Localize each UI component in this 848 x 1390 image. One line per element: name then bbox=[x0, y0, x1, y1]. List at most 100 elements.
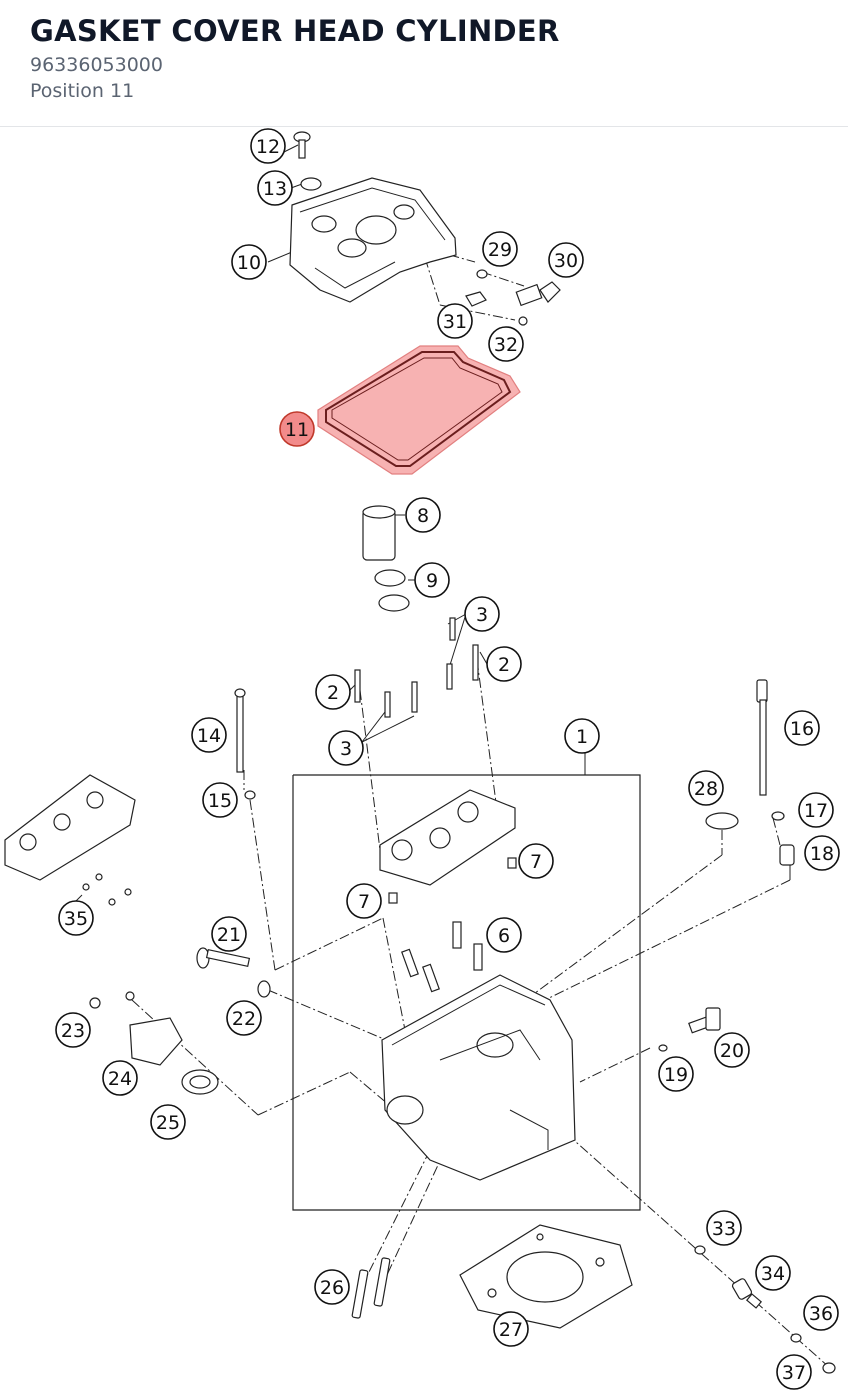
callout-15[interactable]: 15 bbox=[202, 782, 238, 818]
callout-28[interactable]: 28 bbox=[688, 770, 724, 806]
callout-26[interactable]: 26 bbox=[314, 1269, 350, 1305]
callout-8[interactable]: 8 bbox=[405, 497, 441, 533]
callout-number: 36 bbox=[809, 1303, 833, 1325]
callout-36[interactable]: 36 bbox=[803, 1295, 839, 1331]
part-valve-guides-6 bbox=[401, 921, 483, 993]
callout-3[interactable]: 3 bbox=[328, 730, 364, 766]
callout-number: 28 bbox=[694, 778, 718, 800]
callout-19[interactable]: 19 bbox=[658, 1056, 694, 1092]
part-long-bolt-16 bbox=[756, 679, 768, 796]
part-thermostat-25 bbox=[181, 1069, 219, 1095]
callout-circle bbox=[488, 326, 524, 362]
callout-29[interactable]: 29 bbox=[482, 231, 518, 267]
callout-1[interactable]: 1 bbox=[564, 718, 600, 754]
callout-number: 2 bbox=[327, 682, 339, 704]
callout-circle bbox=[688, 770, 724, 806]
callout-number: 22 bbox=[232, 1008, 256, 1030]
callout-circle bbox=[486, 646, 522, 682]
callout-circle bbox=[755, 1255, 791, 1291]
part-sleeve-18 bbox=[779, 844, 795, 866]
callout-23[interactable]: 23 bbox=[55, 1012, 91, 1048]
callout-13[interactable]: 13 bbox=[257, 170, 293, 206]
callout-number: 20 bbox=[720, 1040, 744, 1062]
callout-number: 37 bbox=[782, 1362, 806, 1384]
callout-32[interactable]: 32 bbox=[488, 326, 524, 362]
part-cup-8 bbox=[362, 505, 396, 561]
callout-number: 19 bbox=[664, 1064, 688, 1086]
callout-circle bbox=[314, 1269, 350, 1305]
callout-2[interactable]: 2 bbox=[315, 674, 351, 710]
callout-number: 31 bbox=[443, 311, 467, 333]
callout-circle bbox=[493, 1311, 529, 1347]
callout-number: 7 bbox=[530, 851, 542, 873]
callout-11-highlighted[interactable]: 11 bbox=[279, 411, 315, 447]
callout-22[interactable]: 22 bbox=[226, 1000, 262, 1036]
callout-number: 6 bbox=[498, 925, 510, 947]
callout-number: 14 bbox=[197, 725, 221, 747]
callout-circle bbox=[804, 835, 840, 871]
page-title: GASKET COVER HEAD CYLINDER bbox=[30, 14, 560, 48]
callout-number: 24 bbox=[108, 1068, 132, 1090]
callout-circle bbox=[486, 917, 522, 953]
callout-number: 23 bbox=[61, 1020, 85, 1042]
callout-17[interactable]: 17 bbox=[798, 792, 834, 828]
callout-24[interactable]: 24 bbox=[102, 1060, 138, 1096]
callout-27[interactable]: 27 bbox=[493, 1311, 529, 1347]
callout-circle bbox=[414, 562, 450, 598]
part-screw-32 bbox=[518, 316, 528, 326]
part-ring-36 bbox=[790, 1333, 802, 1343]
callout-7[interactable]: 7 bbox=[346, 883, 382, 919]
callout-20[interactable]: 20 bbox=[714, 1032, 750, 1068]
callout-circle bbox=[405, 497, 441, 533]
callout-2[interactable]: 2 bbox=[486, 646, 522, 682]
callout-number: 10 bbox=[237, 252, 261, 274]
callout-12[interactable]: 12 bbox=[250, 128, 286, 164]
callout-circle bbox=[202, 782, 238, 818]
callout-circle bbox=[706, 1210, 742, 1246]
callout-18[interactable]: 18 bbox=[804, 835, 840, 871]
part-dowel-7b bbox=[388, 892, 398, 904]
callout-number: 27 bbox=[499, 1319, 523, 1341]
part-head-gasket-27 bbox=[459, 1224, 633, 1329]
part-cylinder-head bbox=[381, 974, 576, 1181]
callout-circle bbox=[346, 883, 382, 919]
part-oring-28 bbox=[705, 812, 739, 830]
callout-14[interactable]: 14 bbox=[191, 717, 227, 753]
callout-7[interactable]: 7 bbox=[518, 843, 554, 879]
callout-number: 2 bbox=[498, 654, 510, 676]
callout-37[interactable]: 37 bbox=[776, 1354, 812, 1390]
callout-16[interactable]: 16 bbox=[784, 710, 820, 746]
callout-34[interactable]: 34 bbox=[755, 1255, 791, 1291]
callout-number: 25 bbox=[156, 1112, 180, 1134]
callout-3[interactable]: 3 bbox=[464, 596, 500, 632]
part-dowel-7a bbox=[507, 857, 517, 869]
callout-circle bbox=[798, 792, 834, 828]
callout-circle bbox=[315, 674, 351, 710]
callout-30[interactable]: 30 bbox=[548, 242, 584, 278]
callout-number: 3 bbox=[476, 604, 488, 626]
callout-21[interactable]: 21 bbox=[211, 916, 247, 952]
callout-circle bbox=[464, 596, 500, 632]
callout-25[interactable]: 25 bbox=[150, 1104, 186, 1140]
callout-number: 26 bbox=[320, 1277, 344, 1299]
callout-9[interactable]: 9 bbox=[414, 562, 450, 598]
callout-33[interactable]: 33 bbox=[706, 1210, 742, 1246]
position-label: Position 11 bbox=[30, 80, 135, 102]
leader-lines bbox=[71, 144, 831, 1369]
part-sensor-34 bbox=[731, 1278, 763, 1309]
callout-31[interactable]: 31 bbox=[437, 303, 473, 339]
part-plug-21 bbox=[196, 947, 251, 969]
callout-10[interactable]: 10 bbox=[231, 244, 267, 280]
part-bolt-12 bbox=[293, 131, 311, 159]
callout-circle bbox=[231, 244, 267, 280]
callout-circle bbox=[191, 717, 227, 753]
callout-35[interactable]: 35 bbox=[58, 900, 94, 936]
callout-circle bbox=[776, 1354, 812, 1390]
part-ring-33 bbox=[694, 1245, 706, 1255]
callout-number: 17 bbox=[804, 800, 828, 822]
callout-number: 18 bbox=[810, 843, 834, 865]
callout-6[interactable]: 6 bbox=[486, 917, 522, 953]
callout-circle bbox=[150, 1104, 186, 1140]
callout-circle bbox=[257, 170, 293, 206]
